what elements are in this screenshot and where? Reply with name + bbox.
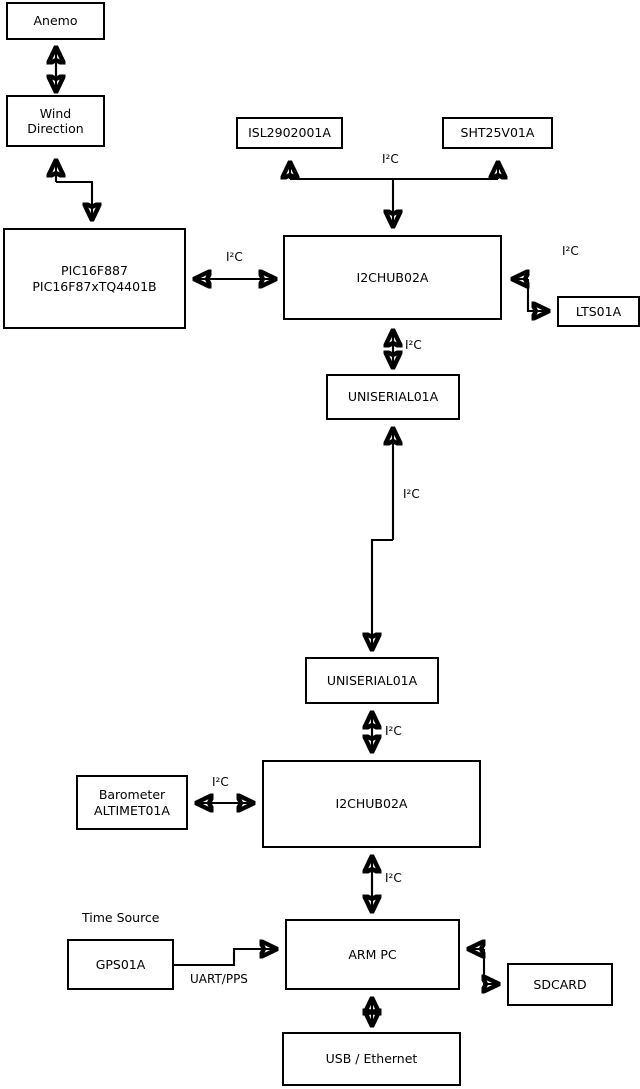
node-i2chub02a-top-label: I2CHUB02A [356,269,429,285]
node-isl2902001a-label: ISL2902001A [248,125,331,141]
edge-label-uniserial-link: I²C [403,487,420,501]
node-anemo-label: Anemo [33,13,78,29]
edge-label-uniserial-lower-to-hub: I²C [385,724,402,738]
edge-label-hub-to-lts: I²C [562,244,579,258]
wire-i2chubtop-lts01a [512,279,549,311]
edge-label-sensors-to-hub: I²C [382,152,399,166]
node-gps01a-label: GPS01A [95,956,146,972]
node-usb-ethernet[interactable]: USB / Ethernet [282,1032,461,1086]
node-lts01a-label: LTS01A [575,303,622,319]
node-anemo[interactable]: Anemo [6,2,105,40]
node-uniserial01a-upper-label: UNISERIAL01A [347,389,439,405]
node-sht25v01a-label: SHT25V01A [460,125,535,141]
node-sht25v01a[interactable]: SHT25V01A [442,117,553,149]
node-pic-microcontroller-label: PIC16F887 PIC16F87xTQ4401B [32,263,157,294]
edge-label-pic-to-hub: I²C [226,250,243,264]
node-i2chub02a-top[interactable]: I2CHUB02A [283,235,502,320]
node-uniserial01a-upper[interactable]: UNISERIAL01A [326,374,460,420]
edge-label-gps-to-armpc: UART/PPS [190,972,248,986]
node-barometer-altimet01a-label: Barometer ALTIMET01A [94,787,170,818]
edge-label-barometer-to-hub: I²C [212,775,229,789]
node-isl2902001a[interactable]: ISL2902001A [236,117,343,149]
node-arm-pc-label: ARM PC [348,946,397,962]
wire-sensors-i2chubtop [290,162,498,227]
node-lts01a[interactable]: LTS01A [557,296,640,327]
label-time-source: Time Source [82,910,160,925]
node-uniserial01a-lower-label: UNISERIAL01A [326,672,418,688]
wire-winddirection-pic [56,160,92,220]
wire-gps-armpc [174,949,277,967]
node-pic-microcontroller[interactable]: PIC16F887 PIC16F87xTQ4401B [3,228,186,329]
node-i2chub02a-bottom-label: I2CHUB02A [335,796,408,812]
edge-label-hub-to-uniserial-upper: I²C [405,338,422,352]
node-sdcard[interactable]: SDCARD [507,963,613,1006]
node-uniserial01a-lower[interactable]: UNISERIAL01A [305,657,439,704]
node-gps01a[interactable]: GPS01A [67,939,174,990]
node-usb-ethernet-label: USB / Ethernet [325,1051,418,1067]
node-barometer-altimet01a[interactable]: Barometer ALTIMET01A [76,775,188,830]
node-wind-direction-label: Wind Direction [27,105,84,136]
node-wind-direction[interactable]: Wind Direction [6,95,105,147]
node-arm-pc[interactable]: ARM PC [285,919,460,990]
node-sdcard-label: SDCARD [533,976,587,992]
wire-armpc-sdcard [468,949,499,984]
wire-uniserial-link [372,428,393,650]
edge-label-hub-to-armpc: I²C [385,871,402,885]
node-i2chub02a-bottom[interactable]: I2CHUB02A [262,760,481,848]
